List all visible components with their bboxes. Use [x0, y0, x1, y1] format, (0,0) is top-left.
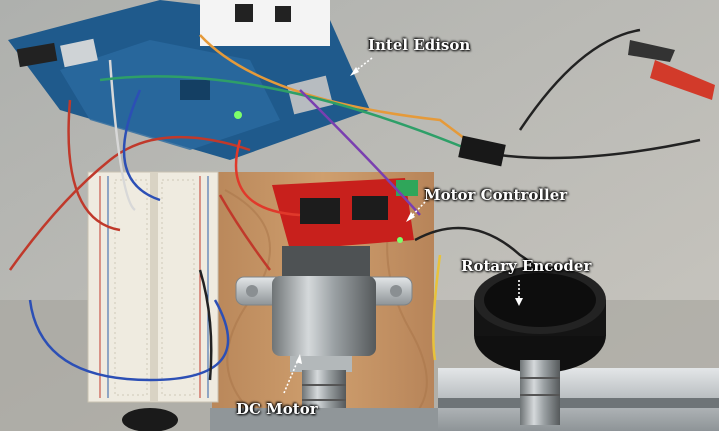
dc-motor-label: DC Motor: [236, 400, 318, 418]
label-arrows: [283, 57, 523, 394]
motor-controller-label: Motor Controller: [424, 186, 568, 204]
rotary-encoder: [474, 266, 606, 425]
aluminium-frame: [210, 368, 719, 431]
motor-controller-board: [272, 178, 418, 250]
rotary-encoder-label: Rotary Encoder: [461, 257, 592, 275]
alligator-clips: [628, 40, 715, 100]
intel-edison-label: Intel Edison: [368, 36, 471, 54]
breadboard: [87, 171, 219, 403]
knob: [122, 408, 178, 431]
sensor-board: [200, 0, 330, 46]
wire-connector: [458, 135, 506, 167]
